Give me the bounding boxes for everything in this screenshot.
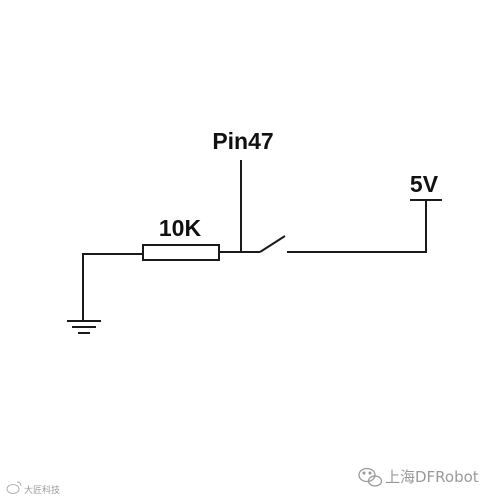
- watermark-bottom-left: 大匠科技: [6, 481, 60, 496]
- resistor-symbol: [142, 244, 220, 261]
- switch-symbol: [259, 235, 286, 253]
- resistor-label: 10K: [159, 215, 202, 241]
- wire-switch-to-supply: [287, 200, 427, 253]
- ground-symbol: [67, 320, 101, 334]
- supply-label: 5V: [410, 171, 439, 197]
- wechat-logo-icon: [358, 467, 383, 487]
- pin-label: Pin47: [212, 128, 273, 154]
- watermark-text-left: 大匠科技: [24, 484, 60, 496]
- wire-ground-to-resistor: [82, 253, 143, 321]
- weibo-logo-icon: [6, 481, 22, 494]
- watermark-text-dfrobot: 上海DFRobot: [385, 468, 479, 486]
- watermark-bottom-right: 上海DFRobot: [358, 467, 479, 487]
